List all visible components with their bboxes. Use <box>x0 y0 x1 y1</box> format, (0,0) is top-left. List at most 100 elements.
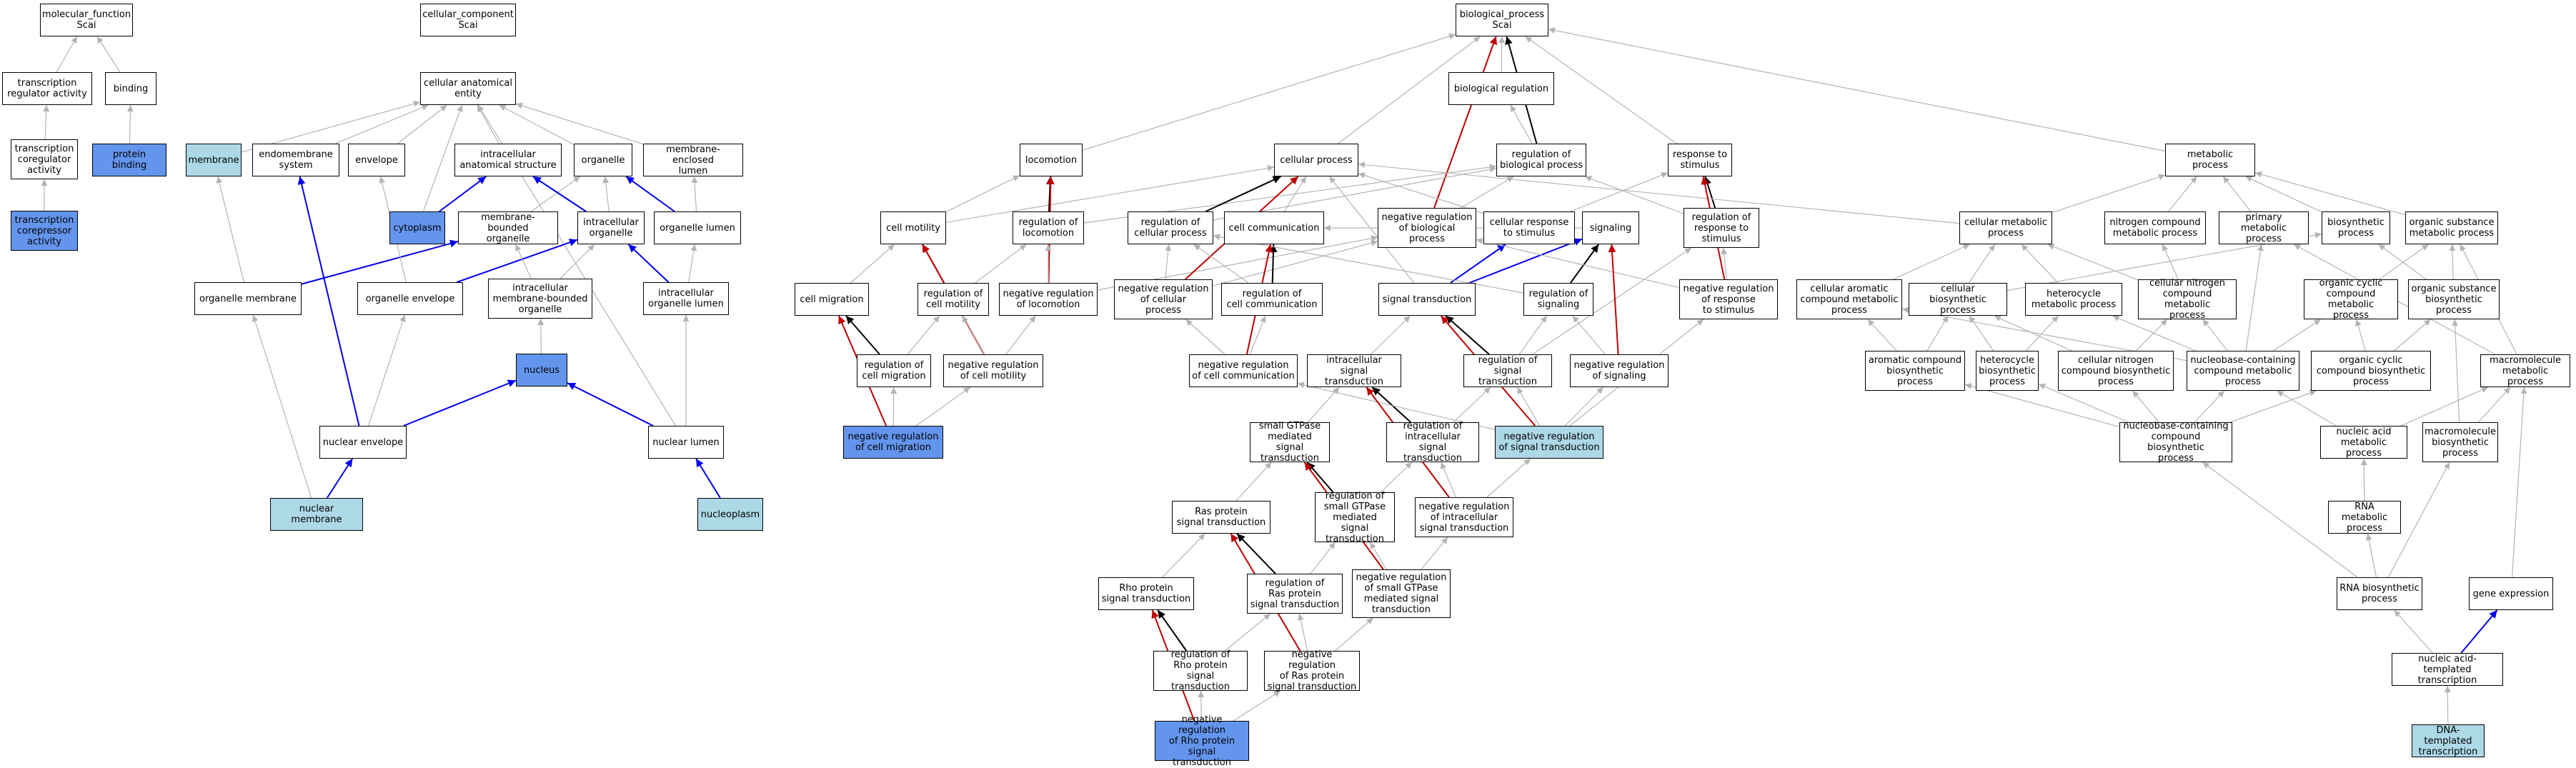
node-cell-communication[interactable]: cell communication <box>1224 211 1324 244</box>
node-cellular-response-to-stimulus[interactable]: cellular response to stimulus <box>1483 211 1575 244</box>
node-biological-regulation[interactable]: biological regulation <box>1448 72 1554 105</box>
node-cellular-biosynthetic-process[interactable]: cellular biosynthetic process <box>1909 283 2007 316</box>
node-nucleic-acid-metabolic-process[interactable]: nucleic acid metabolic process <box>2320 426 2407 459</box>
node-intracellular-organelle[interactable]: intracellular organelle <box>577 211 645 244</box>
node-organelle-lumen[interactable]: organelle lumen <box>654 211 741 244</box>
node-negative-regulation-of-signal-transduction[interactable]: negative regulation of signal transducti… <box>1495 426 1603 459</box>
node-negative-regulation-of-small-gtpase-mediated-signal-transduction[interactable]: negative regulation of small GTPase medi… <box>1352 569 1451 618</box>
node-organelle[interactable]: organelle <box>574 144 632 176</box>
node-nitrogen-compound-metabolic-process[interactable]: nitrogen compound metabolic process <box>2104 211 2206 244</box>
node-regulation-of-biological-process[interactable]: regulation of biological process <box>1496 144 1586 176</box>
node-nucleic-acid-templated-transcription[interactable]: nucleic acid-templated transcription <box>2392 653 2503 686</box>
node-regulation-of-ras-protein-signal-transduction[interactable]: regulation of Ras protein signal transdu… <box>1247 574 1343 614</box>
node-primary-metabolic-process[interactable]: primary metabolic process <box>2219 211 2309 244</box>
node-endomembrane-system[interactable]: endomembrane system <box>252 144 339 176</box>
node-negative-regulation-of-ras-protein-signal-transduction[interactable]: negative regulation of Ras protein signa… <box>1264 649 1360 692</box>
node-nucleobase-containing-compound-biosynthetic-process[interactable]: nucleobase-containing compound biosynthe… <box>2119 421 2232 464</box>
node-regulation-of-intracellular-signal-transduction[interactable]: regulation of intracellular signal trans… <box>1386 421 1479 464</box>
node-transcription-coregulator-activity[interactable]: transcription coregulator activity <box>11 139 78 179</box>
node-macromolecule-biosynthetic-process[interactable]: macromolecule biosynthetic process <box>2422 422 2498 462</box>
node-cell-migration[interactable]: cell migration <box>795 283 869 316</box>
node-nucleoplasm[interactable]: nucleoplasm <box>697 498 763 531</box>
node-biological-process[interactable]: biological_process Scai <box>1456 4 1548 36</box>
node-nuclear-membrane[interactable]: nuclear membrane <box>270 498 363 531</box>
node-cell-motility[interactable]: cell motility <box>880 211 946 244</box>
node-aromatic-compound-biosynthetic-process[interactable]: aromatic compound biosynthetic process <box>1865 351 1965 391</box>
node-heterocycle-metabolic-process[interactable]: heterocycle metabolic process <box>2025 283 2122 316</box>
node-nuclear-envelope[interactable]: nuclear envelope <box>319 426 407 459</box>
node-negative-regulation-of-biological-process[interactable]: negative regulation of biological proces… <box>1378 208 1476 248</box>
node-regulation-of-rho-protein-signal-transduction[interactable]: regulation of Rho protein signal transdu… <box>1153 649 1248 692</box>
node-binding[interactable]: binding <box>105 72 156 105</box>
is-a-edge-nrsgtp-to-nrist <box>1421 537 1448 570</box>
node-cellular-process[interactable]: cellular process <box>1274 144 1358 176</box>
node-locomotion[interactable]: locomotion <box>1020 144 1083 176</box>
node-membrane-enclosed-lumen[interactable]: membrane-enclosed lumen <box>643 144 743 176</box>
node-intracellular-organelle-lumen[interactable]: intracellular organelle lumen <box>643 282 729 315</box>
node-signal-transduction[interactable]: signal transduction <box>1378 283 1476 316</box>
node-intracellular-signal-transduction[interactable]: intracellular signal transduction <box>1307 354 1401 387</box>
node-rna-metabolic-process[interactable]: RNA metabolic process <box>2328 501 2401 534</box>
is-a-edge-hmp-to-cmp <box>2021 244 2059 284</box>
node-transcription-regulator-activity[interactable]: transcription regulator activity <box>2 72 92 105</box>
node-negative-regulation-of-cell-communication[interactable]: negative regulation of cell communicatio… <box>1189 354 1298 387</box>
node-negative-regulation-of-signaling[interactable]: negative regulation of signaling <box>1570 354 1669 387</box>
node-cellular-metabolic-process[interactable]: cellular metabolic process <box>1959 211 2052 244</box>
node-organelle-membrane[interactable]: organelle membrane <box>194 282 302 315</box>
node-membrane-bounded-organelle[interactable]: membrane-bounded organelle <box>458 211 558 244</box>
is-a-edge-nrst-to-rst <box>1516 387 1541 427</box>
node-dna-templated-transcription[interactable]: DNA-templated transcription <box>2412 724 2485 757</box>
node-rna-biosynthetic-process[interactable]: RNA biosynthetic process <box>2337 577 2422 610</box>
node-protein-binding[interactable]: protein binding <box>92 144 166 176</box>
node-rho-protein-signal-transduction[interactable]: Rho protein signal transduction <box>1098 577 1194 610</box>
node-organic-substance-biosynthetic-process[interactable]: organic substance biosynthetic process <box>2408 279 2500 319</box>
node-regulation-of-cell-migration[interactable]: regulation of cell migration <box>857 354 931 387</box>
node-negative-regulation-of-cell-migration[interactable]: negative regulation of cell migration <box>843 426 943 459</box>
node-regulation-of-cellular-process[interactable]: regulation of cellular process <box>1128 211 1213 244</box>
node-negative-regulation-of-response-to-stimulus[interactable]: negative regulation of response to stimu… <box>1679 279 1778 319</box>
node-ras-protein-signal-transduction[interactable]: Ras protein signal transduction <box>1172 501 1270 534</box>
node-nuclear-lumen[interactable]: nuclear lumen <box>648 426 724 459</box>
node-cytoplasm[interactable]: cytoplasm <box>389 211 445 244</box>
is-a-edge-nbcmp-to-pmp <box>2245 244 2264 351</box>
node-macromolecule-metabolic-process[interactable]: macromolecule metabolic process <box>2480 354 2570 387</box>
node-organic-cyclic-compound-biosynthetic-process[interactable]: organic cyclic compound biosynthetic pro… <box>2311 351 2431 391</box>
node-biosynthetic-process[interactable]: biosynthetic process <box>2322 211 2390 244</box>
node-gene-expression[interactable]: gene expression <box>2469 577 2553 610</box>
node-heterocycle-biosynthetic-process[interactable]: heterocycle biosynthetic process <box>1976 351 2039 391</box>
node-cellular-aromatic-compound-metabolic-process[interactable]: cellular aromatic compound metabolic pro… <box>1796 279 1902 319</box>
node-molecular-function[interactable]: molecular_function Scai <box>40 4 133 36</box>
node-regulation-of-cell-communication[interactable]: regulation of cell communication <box>1221 283 1323 316</box>
node-cellular-anatomical-entity[interactable]: cellular anatomical entity <box>420 72 516 105</box>
node-cellular-component[interactable]: cellular_component Scai <box>420 4 516 36</box>
node-nucleus[interactable]: nucleus <box>516 354 567 387</box>
node-regulation-of-response-to-stimulus[interactable]: regulation of response to stimulus <box>1684 208 1759 248</box>
node-intracellular-anatomical-structure[interactable]: intracellular anatomical structure <box>454 144 562 176</box>
node-metabolic-process[interactable]: metabolic process <box>2165 144 2255 176</box>
node-regulation-of-locomotion[interactable]: regulation of locomotion <box>1013 211 1084 244</box>
node-response-to-stimulus[interactable]: response to stimulus <box>1668 144 1732 176</box>
node-regulation-of-signal-transduction[interactable]: regulation of signal transduction <box>1463 354 1552 387</box>
node-negative-regulation-of-rho-protein-signal-transduction[interactable]: negative regulation of Rho protein signa… <box>1155 714 1249 768</box>
node-negative-regulation-of-intracellular-signal-transduction[interactable]: negative regulation of intracellular sig… <box>1415 497 1513 537</box>
node-membrane[interactable]: membrane <box>186 144 242 176</box>
node-negative-regulation-of-cellular-process[interactable]: negative regulation of cellular process <box>1114 279 1213 319</box>
node-regulation-of-small-gtpase-mediated-signal-transduction[interactable]: regulation of small GTPase mediated sign… <box>1315 491 1395 544</box>
node-regulation-of-cell-motility[interactable]: regulation of cell motility <box>917 283 989 316</box>
node-small-gtpase-mediated-signal-transduction[interactable]: small GTPase mediated signal transductio… <box>1250 421 1330 464</box>
node-nucleobase-containing-compound-metabolic-process[interactable]: nucleobase-containing compound metabolic… <box>2187 351 2299 391</box>
node-organic-substance-metabolic-process[interactable]: organic substance metabolic process <box>2405 211 2498 244</box>
node-negative-regulation-of-locomotion[interactable]: negative regulation of locomotion <box>999 283 1098 316</box>
node-transcription-corepressor-activity[interactable]: transcription corepressor activity <box>11 211 78 251</box>
node-organelle-envelope[interactable]: organelle envelope <box>357 282 463 315</box>
node-intracellular-membrane-bounded-organelle[interactable]: intracellular membrane-bounded organelle <box>488 279 592 319</box>
node-envelope[interactable]: envelope <box>348 144 405 176</box>
node-signaling[interactable]: signaling <box>1582 211 1639 244</box>
part-of-edge-np-to-nl <box>695 458 721 499</box>
node-cellular-nitrogen-compound-metabolic-process[interactable]: cellular nitrogen compound metabolic pro… <box>2138 278 2237 321</box>
node-cellular-nitrogen-compound-biosynthetic-process[interactable]: cellular nitrogen compound biosynthetic … <box>2058 351 2174 391</box>
is-a-edge-nbcbp-to-occbp <box>2230 389 2317 423</box>
node-negative-regulation-of-cell-motility[interactable]: negative regulation of cell motility <box>943 354 1043 387</box>
node-organic-cyclic-compound-metabolic-process[interactable]: organic cyclic compound metabolic proces… <box>2304 278 2398 321</box>
node-regulation-of-signaling[interactable]: regulation of signaling <box>1523 283 1593 316</box>
